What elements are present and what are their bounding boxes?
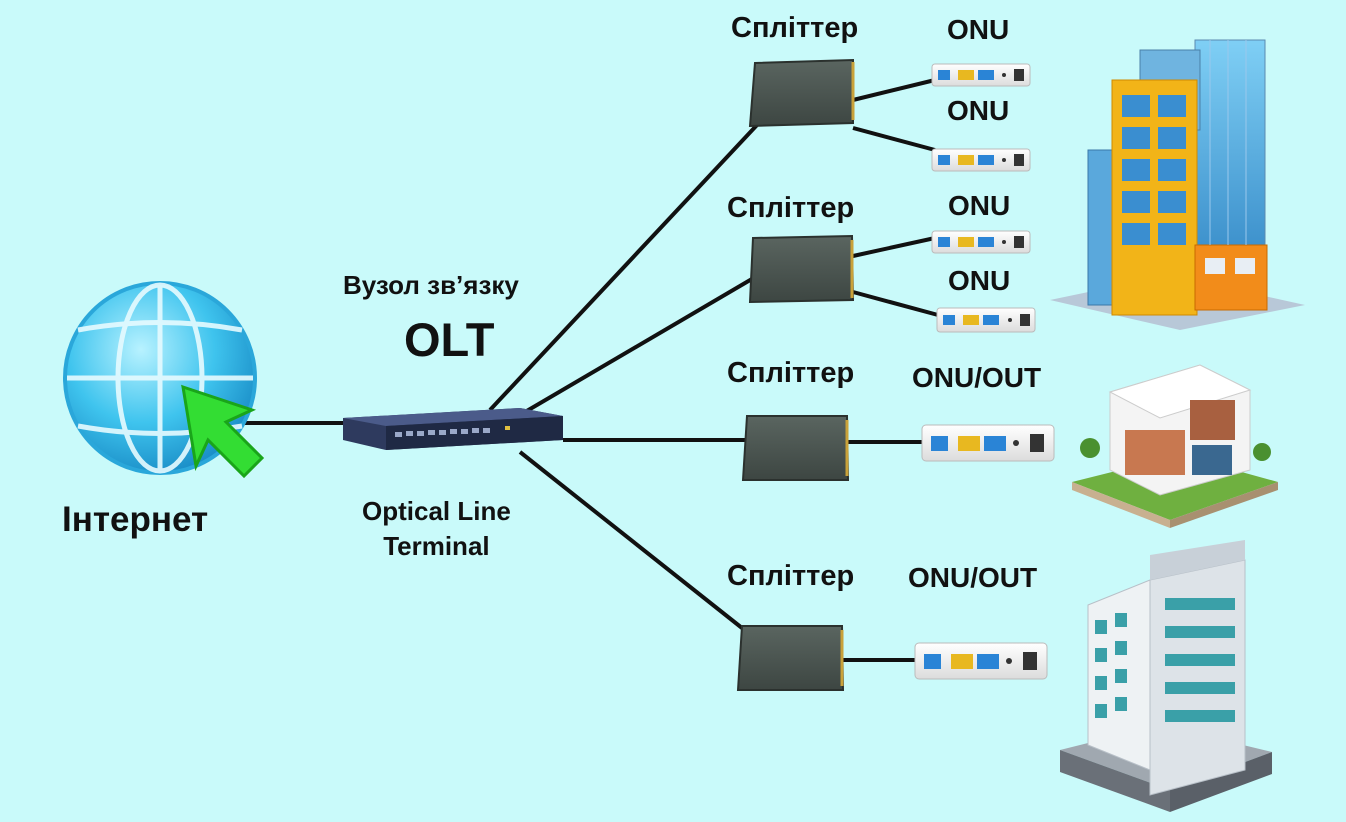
splitter-4-label: Спліттер (727, 560, 855, 592)
splitter-1-onu-1-label: ONU (947, 14, 1010, 45)
cable-s2-onu-2 (852, 290, 939, 317)
onu-device (921, 424, 1055, 462)
splitter-3 (741, 415, 850, 481)
cable-olt-splitter-1 (488, 123, 759, 412)
onu-device (936, 307, 1036, 333)
node-label: Вузол зв’язку (343, 270, 519, 300)
splitter-1-label: Спліттер (731, 12, 859, 44)
olt-full-name-line1: Optical Line (362, 496, 511, 526)
onu-device (931, 148, 1031, 172)
splitter-4 (736, 625, 845, 691)
splitter-3-label: Спліттер (727, 357, 855, 389)
cable-s1-onu-2 (852, 126, 936, 152)
olt-full-name-line2: Terminal (383, 531, 490, 561)
splitter-1 (748, 58, 855, 128)
onu-device (931, 63, 1031, 87)
house-icon (1072, 364, 1278, 528)
globe-cursor-icon (63, 281, 265, 479)
splitter-3-onu-label: ONU/OUT (912, 362, 1042, 393)
olt-device-icon (343, 408, 563, 450)
cable-olt-splitter-2 (523, 274, 759, 414)
splitter-2-label: Спліттер (727, 192, 855, 224)
internet-label: Інтернет (62, 500, 209, 539)
onu-device (914, 642, 1048, 680)
splitter-1-onu-2-label: ONU (947, 95, 1010, 126)
cable-olt-splitter-4 (518, 450, 744, 630)
olt-title: OLT (404, 313, 495, 366)
olt-full-name: Optical Line Terminal (362, 494, 511, 564)
splitter-2-onu-2-label: ONU (948, 265, 1011, 296)
office-building-icon (1060, 540, 1272, 812)
skyscraper-icon (1050, 39, 1305, 330)
cable-s1-onu-1 (852, 78, 936, 102)
cable-s2-onu-1 (852, 236, 936, 258)
splitter-2-onu-1-label: ONU (948, 190, 1011, 221)
onu-device (931, 230, 1031, 254)
cables (245, 78, 939, 662)
splitter-2 (748, 234, 855, 304)
splitter-4-onu-label: ONU/OUT (908, 562, 1038, 593)
